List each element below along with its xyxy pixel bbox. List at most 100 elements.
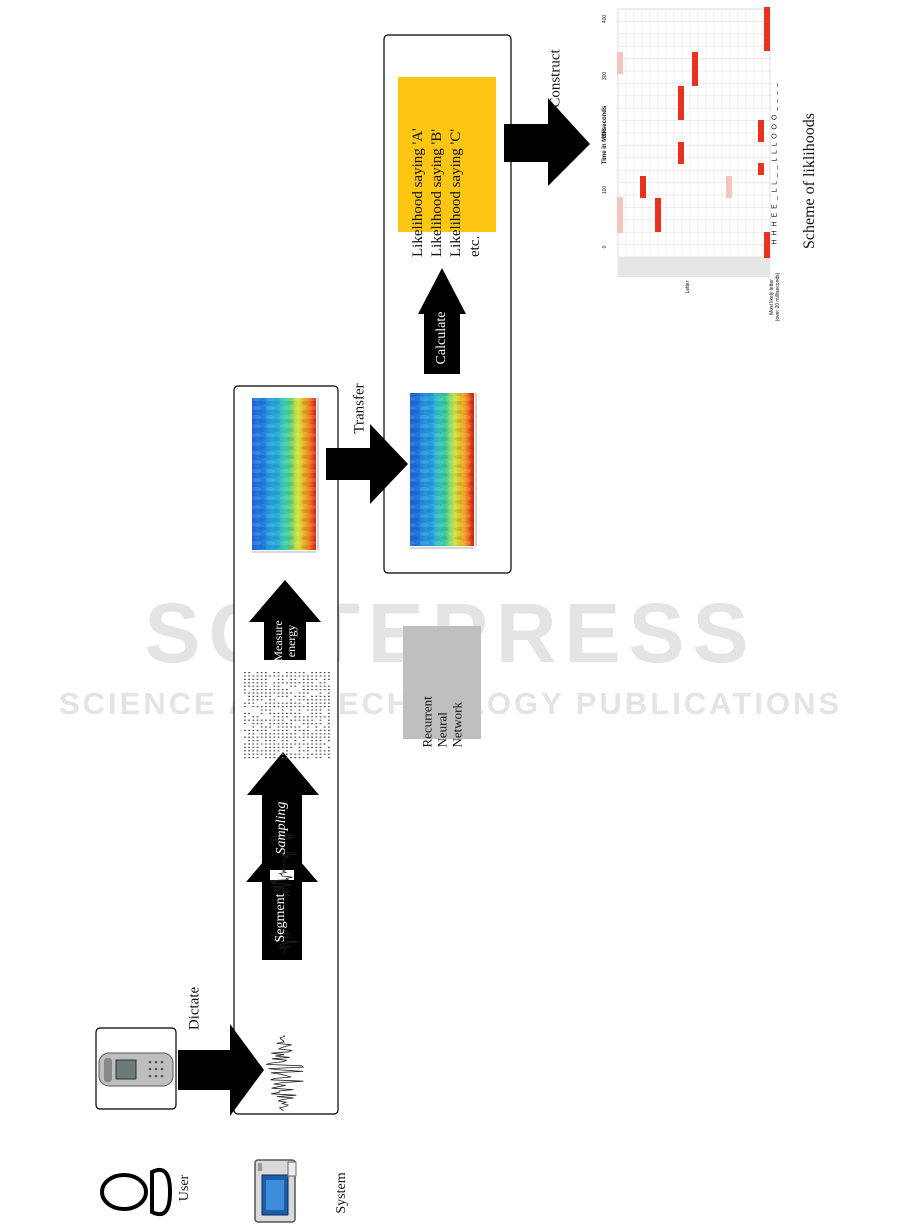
sample-value: [307, 709, 309, 711]
sample-value: [252, 706, 255, 708]
sample-value: [290, 736, 292, 738]
sample-value: [290, 726, 292, 728]
sample-value: [302, 699, 305, 701]
sample-value: [286, 692, 288, 694]
sample-value: [286, 706, 288, 708]
sample-value: [328, 757, 330, 759]
sample-value: [302, 716, 305, 718]
sample-value: [290, 746, 292, 748]
sample-value: [252, 682, 255, 684]
sample-value: [319, 743, 322, 745]
sample-value: [277, 736, 280, 738]
sample-value: [302, 723, 305, 725]
sample-value: [244, 678, 246, 680]
sample-value: [269, 743, 271, 745]
sample-value: [248, 746, 250, 748]
sample-value: [298, 672, 301, 674]
sample-value: [256, 685, 259, 687]
sample-value: [315, 675, 318, 677]
sample-value: [273, 723, 276, 725]
sample-value: [302, 678, 305, 680]
sample-value: [281, 729, 284, 731]
sample-value: [319, 753, 322, 755]
sample-value: [256, 692, 259, 694]
sample-value: [256, 736, 259, 738]
measure-energy-arrow: [249, 580, 321, 622]
likelihood-cell: [678, 86, 684, 120]
sample-value: [315, 712, 318, 714]
sample-value: [315, 716, 318, 718]
sample-value: [277, 682, 280, 684]
sample-value: [328, 746, 330, 748]
sample-value: [328, 750, 330, 752]
sample-value: [277, 678, 280, 680]
sample-value: [244, 682, 246, 684]
sample-value: [294, 736, 297, 738]
sample-value: [277, 726, 280, 728]
sample-value: [265, 729, 267, 731]
likelihood-cell: [758, 120, 764, 142]
sample-value: [315, 740, 318, 742]
sample-value: [248, 736, 250, 738]
sample-value: [252, 685, 255, 687]
sample-value: [323, 706, 326, 708]
sample-value: [286, 723, 288, 725]
waveform-trace: [266, 1034, 305, 1111]
sample-value: [290, 723, 292, 725]
sample-value: [286, 729, 288, 731]
sample-value: [294, 733, 297, 735]
sample-value: [319, 709, 322, 711]
sampling-label: Sampling: [274, 801, 289, 855]
sample-value: [269, 695, 271, 697]
sample-value: [286, 672, 288, 674]
sample-value: [277, 729, 280, 731]
sample-value: [277, 695, 280, 697]
sample-value: [302, 736, 305, 738]
sample-value: [273, 675, 276, 677]
sample-value: [328, 736, 330, 738]
sample-value: [252, 757, 255, 759]
sample-value: [256, 753, 259, 755]
sample-value: [252, 699, 255, 701]
sample-value: [286, 675, 288, 677]
sample-value: [260, 733, 263, 735]
sample-value: [290, 672, 292, 674]
sample-value: [248, 682, 250, 684]
sample-value: [328, 753, 330, 755]
sample-value: [281, 719, 284, 721]
computer-icon: [254, 1159, 297, 1223]
sample-value: [294, 702, 297, 704]
sample-value: [281, 723, 284, 725]
sample-value: [319, 716, 322, 718]
sample-value: [265, 692, 267, 694]
sample-value: [260, 719, 263, 721]
sample-value: [252, 723, 255, 725]
sample-value: [256, 757, 259, 759]
sample-value: [311, 695, 313, 697]
sample-value: [323, 726, 326, 728]
sample-value: [248, 753, 250, 755]
letter-axis-band: [618, 257, 770, 277]
sample-value: [252, 702, 255, 704]
sample-value: [248, 750, 250, 752]
sample-value: [307, 729, 309, 731]
likelihood-line1: Likelihood saying 'A': [410, 128, 426, 257]
sample-value: [277, 672, 280, 674]
sample-value: [307, 746, 309, 748]
sample-value: [323, 675, 326, 677]
sample-value: [294, 757, 297, 759]
sample-value: [298, 719, 301, 721]
sample-value: [260, 689, 263, 691]
sample-value: [302, 695, 305, 697]
sample-value: [298, 729, 301, 731]
sample-value: [294, 753, 297, 755]
sample-value: [290, 682, 292, 684]
sample-value: [244, 729, 246, 731]
sample-value: [281, 733, 284, 735]
tick-0: 0: [602, 245, 608, 249]
sample-value: [260, 729, 263, 731]
sample-value: [298, 750, 301, 752]
sample-value: [273, 743, 276, 745]
sample-value: [290, 706, 292, 708]
user-label: User: [177, 1174, 192, 1202]
